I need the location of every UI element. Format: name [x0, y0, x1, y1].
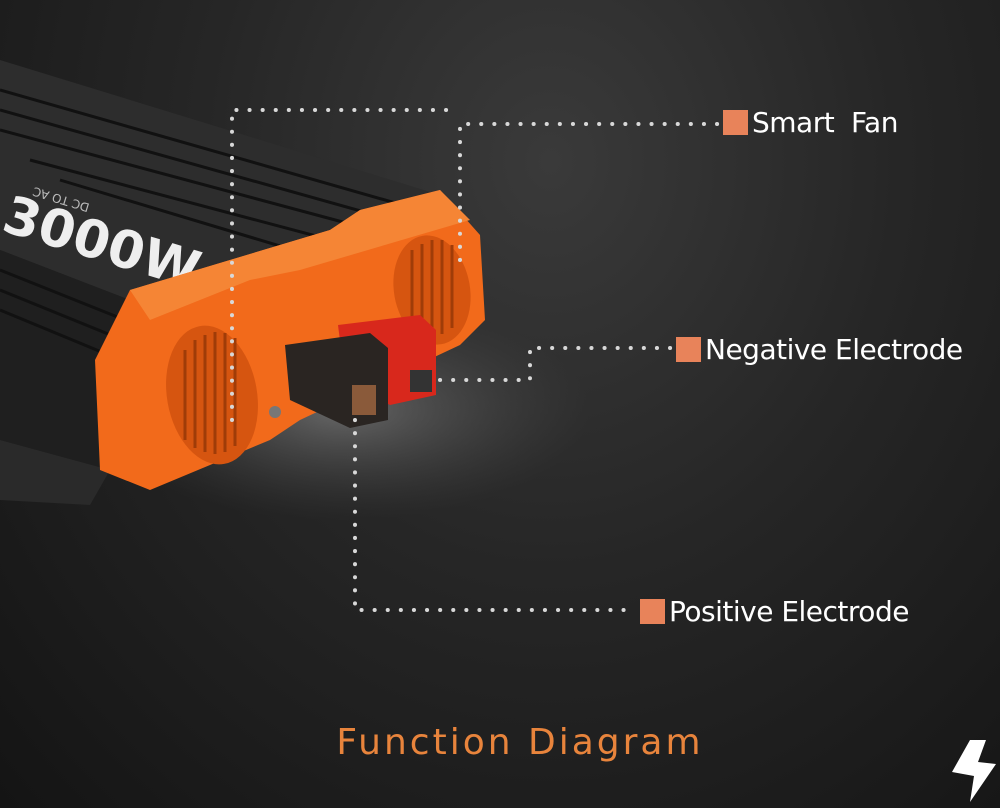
callout-label: Negative Electrode [705, 333, 963, 366]
callout-lines [230, 108, 722, 612]
diagram-title: Function Diagram [336, 722, 704, 763]
callout-negative-electrode: Negative Electrode [676, 333, 963, 366]
callout-positive-electrode: Positive Electrode [640, 595, 909, 628]
callout-label: Positive Electrode [669, 595, 909, 628]
marker-square [723, 110, 748, 135]
marker-square [640, 599, 665, 624]
positive-terminal [285, 333, 388, 428]
marker-square [676, 337, 701, 362]
callout-smart-fan: Smart Fan [723, 106, 898, 139]
lightning-bolt-icon [952, 740, 996, 802]
callout-label: Smart Fan [752, 106, 898, 139]
